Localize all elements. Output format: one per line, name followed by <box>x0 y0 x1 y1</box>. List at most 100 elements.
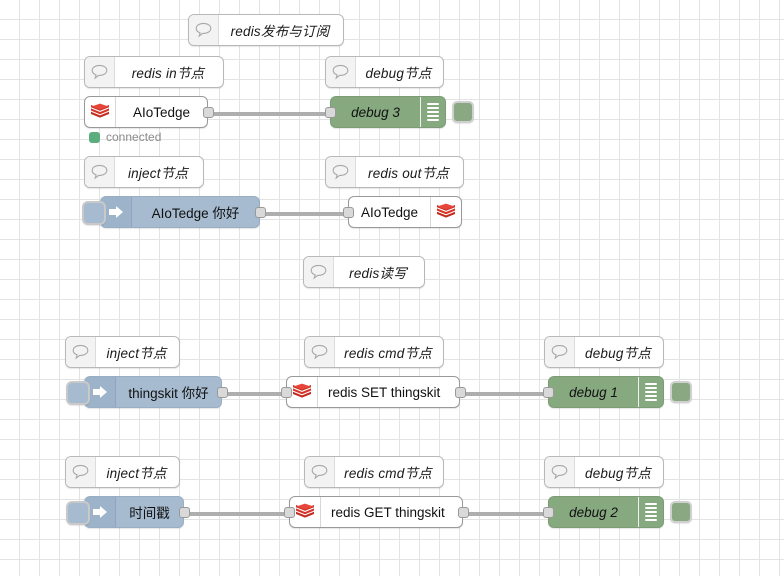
debug-line-bar <box>427 107 439 109</box>
comment-label: redis读写 <box>349 266 407 281</box>
output-port[interactable] <box>455 387 466 398</box>
node-label: redis SET thingskit <box>328 384 441 400</box>
output-port[interactable] <box>179 507 190 518</box>
comment-node-c-redis-in[interactable]: redis in节点 <box>84 56 224 88</box>
input-port[interactable] <box>343 207 354 218</box>
comment-node-c-rediscmd-1[interactable]: redis cmd节点 <box>304 336 444 368</box>
comment-icon <box>326 157 356 187</box>
comment-label: debug节点 <box>585 346 651 361</box>
inject-trigger-button[interactable] <box>66 381 90 405</box>
wire-n-inject-3-to-n-redis-get[interactable] <box>186 512 293 516</box>
comment-icon <box>189 15 219 45</box>
comment-node-c-debug-1[interactable]: debug节点 <box>325 56 444 88</box>
debug-line-bar <box>645 507 657 509</box>
debug-line-bar <box>645 511 657 513</box>
debug-line-bar <box>427 119 439 121</box>
comment-icon <box>545 457 575 487</box>
node-n-inject-2[interactable]: thingskit 你好 <box>66 376 228 408</box>
comment-node-c-debug-3[interactable]: debug节点 <box>544 456 664 488</box>
debug-toggle-button[interactable] <box>670 381 692 403</box>
wire-n-redis-set-to-n-debug-1[interactable] <box>462 392 552 396</box>
wire-n-redis-in-to-n-debug-3[interactable] <box>212 112 334 116</box>
comment-node-c-pubsub[interactable]: redis发布与订阅 <box>188 14 344 46</box>
input-port[interactable] <box>284 507 295 518</box>
redis-icon <box>287 377 318 407</box>
debug-line-bar <box>645 399 657 401</box>
comment-label: debug节点 <box>585 466 651 481</box>
debug-line-bar <box>427 111 439 113</box>
comment-label: redis out节点 <box>368 166 449 181</box>
output-port[interactable] <box>458 507 469 518</box>
wire-n-inject-2-to-n-redis-set[interactable] <box>224 392 290 396</box>
redis-icon <box>85 97 116 127</box>
comment-node-c-inject-1[interactable]: inject节点 <box>84 156 204 188</box>
debug-line-bar <box>427 103 439 105</box>
inject-arrow-icon <box>101 197 132 227</box>
node-label: debug 2 <box>569 504 618 520</box>
inject-trigger-button[interactable] <box>82 201 106 225</box>
node-n-debug-3[interactable]: debug 3 <box>325 96 474 128</box>
inject-arrow-icon <box>85 497 116 527</box>
input-port[interactable] <box>281 387 292 398</box>
redis-icon <box>290 497 321 527</box>
debug-toggle-button[interactable] <box>670 501 692 523</box>
debug-lines-icon <box>420 97 445 127</box>
debug-line-bar <box>645 515 657 517</box>
debug-line-bar <box>645 387 657 389</box>
node-label: debug 1 <box>569 384 618 400</box>
comment-label: redis cmd节点 <box>344 346 432 361</box>
debug-line-bar <box>645 395 657 397</box>
comment-node-c-inject-3[interactable]: inject节点 <box>65 456 180 488</box>
node-n-inject-3[interactable]: 时间戳 <box>66 496 190 528</box>
comment-label: redis in节点 <box>131 66 205 81</box>
node-n-inject-1[interactable]: AIoTedge 你好 <box>82 196 266 228</box>
debug-lines-icon <box>638 377 663 407</box>
comment-label: redis发布与订阅 <box>230 24 330 39</box>
comment-icon <box>305 457 335 487</box>
comment-label: redis cmd节点 <box>344 466 432 481</box>
comment-label: inject节点 <box>106 466 167 481</box>
debug-line-bar <box>645 391 657 393</box>
comment-node-c-rediscmd-2[interactable]: redis cmd节点 <box>304 456 444 488</box>
node-label: AIoTedge <box>360 204 419 220</box>
node-label: redis GET thingskit <box>331 504 445 520</box>
node-label: AIoTedge <box>132 104 191 120</box>
node-n-redis-out[interactable]: AIoTedge <box>343 196 462 228</box>
comment-node-c-redis-out[interactable]: redis out节点 <box>325 156 464 188</box>
comment-icon <box>326 57 356 87</box>
output-port[interactable] <box>203 107 214 118</box>
debug-line-bar <box>645 519 657 521</box>
comment-icon <box>545 337 575 367</box>
wire-n-inject-1-to-n-redis-out[interactable] <box>262 212 352 216</box>
node-n-debug-2[interactable]: debug 2 <box>543 496 692 528</box>
node-n-debug-1[interactable]: debug 1 <box>543 376 692 408</box>
debug-line-bar <box>427 115 439 117</box>
redis-icon <box>430 197 461 227</box>
debug-line-bar <box>645 383 657 385</box>
status-dot-icon <box>89 131 100 143</box>
output-port[interactable] <box>217 387 228 398</box>
comment-icon <box>304 257 334 287</box>
node-n-redis-set[interactable]: redis SET thingskit <box>281 376 466 408</box>
input-port[interactable] <box>325 107 336 118</box>
comment-node-c-redis-rw[interactable]: redis读写 <box>303 256 425 288</box>
comment-label: inject节点 <box>127 166 189 181</box>
status-label: connected <box>106 130 162 144</box>
comment-icon <box>305 337 335 367</box>
comment-icon <box>66 457 96 487</box>
comment-node-c-debug-2[interactable]: debug节点 <box>544 336 664 368</box>
input-port[interactable] <box>543 507 554 518</box>
node-n-redis-in[interactable]: AIoTedge <box>84 96 214 128</box>
output-port[interactable] <box>255 207 266 218</box>
inject-trigger-button[interactable] <box>66 501 90 525</box>
wire-n-redis-get-to-n-debug-2[interactable] <box>465 512 552 516</box>
comment-label: inject节点 <box>106 346 167 361</box>
comment-node-c-inject-2[interactable]: inject节点 <box>65 336 180 368</box>
comment-icon <box>85 157 115 187</box>
inject-arrow-icon <box>85 377 116 407</box>
debug-toggle-button[interactable] <box>452 101 474 123</box>
input-port[interactable] <box>543 387 554 398</box>
node-label: thingskit 你好 <box>128 386 209 401</box>
node-n-redis-get[interactable]: redis GET thingskit <box>284 496 469 528</box>
